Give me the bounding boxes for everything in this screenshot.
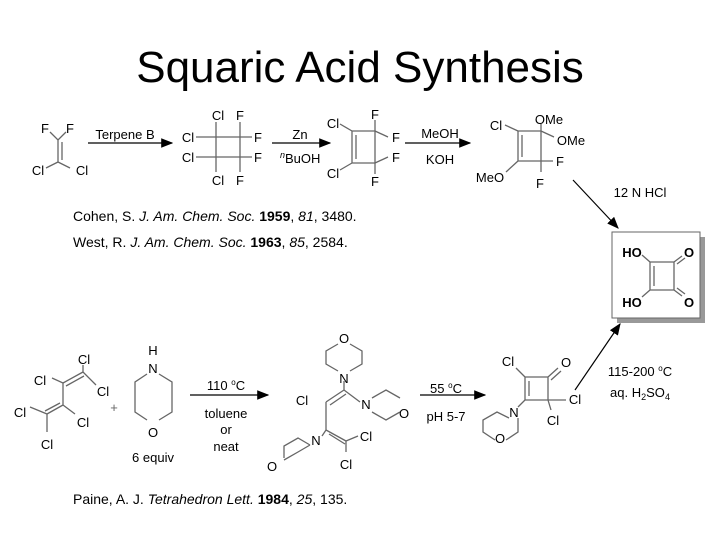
svg-text:Cl: Cl [77,415,89,430]
molecule-dichlorodifluoroethylene: F F Cl Cl [32,121,88,178]
condition-label: neat [213,439,239,454]
svg-text:F: F [236,108,244,123]
svg-text:F: F [556,154,564,169]
svg-text:Cl: Cl [340,457,352,472]
molecule-trimorpholino-diene: O N Cl N O Cl N O Cl [267,331,409,474]
svg-text:Cl: Cl [78,352,90,367]
svg-text:OMe: OMe [535,112,563,127]
svg-text:F: F [392,150,400,165]
reagent-label: Terpene B [95,127,154,142]
svg-text:O: O [339,331,349,346]
svg-text:HO: HO [622,295,642,310]
svg-text:Cl: Cl [569,392,581,407]
svg-text:F: F [254,150,262,165]
svg-text:F: F [371,107,379,122]
reagent-label: Zn [292,127,307,142]
svg-text:O: O [399,406,409,421]
svg-text:Cl: Cl [182,130,194,145]
svg-text:F: F [66,121,74,136]
reagent-label: KOH [426,152,454,167]
molecule-tetrachlorotetrafluorocyclobutane: Cl F Cl F Cl F Cl F [182,108,262,188]
svg-text:O: O [267,459,277,474]
svg-text:N: N [311,433,320,448]
reaction-arrow-7 [574,323,621,391]
reagent-label: 12 N HCl [614,185,667,200]
svg-text:Cl: Cl [502,354,514,369]
reagent-label: nBuOH [280,150,320,166]
molecule-trimethoxydifluorocyclobutene: Cl OMe OMe F MeO F [476,112,585,191]
condition-label: pH 5-7 [426,409,465,424]
condition-label: 110 oC [207,378,245,393]
condition-label: aq. H2SO4 [610,385,670,402]
svg-text:H: H [148,343,157,358]
molecule-dichlorotetrafluorocyclobutene: Cl F F F Cl F [327,107,400,189]
slide-title: Squaric Acid Synthesis [136,43,584,92]
svg-text:F: F [371,174,379,189]
reaction-arrow-4 [572,179,619,229]
svg-text:O: O [684,295,694,310]
svg-text:Cl: Cl [76,163,88,178]
svg-text:F: F [254,130,262,145]
svg-text:MeO: MeO [476,170,504,185]
svg-text:Cl: Cl [212,173,224,188]
svg-text:O: O [495,431,505,446]
svg-text:N: N [148,361,157,376]
svg-text:O: O [148,425,158,440]
condition-label: toluene [205,406,248,421]
svg-text:Cl: Cl [490,118,502,133]
svg-text:Cl: Cl [97,384,109,399]
svg-text:N: N [361,397,370,412]
molecule-hexachlorobutadiene: Cl Cl Cl Cl Cl Cl [14,352,109,452]
svg-text:O: O [684,245,694,260]
condition-label: 115-200 oC [608,364,672,379]
svg-text:Cl: Cl [41,437,53,452]
svg-text:Cl: Cl [182,150,194,165]
equiv-label: 6 equiv [132,450,174,465]
squaric-acid-product-box: HO O HO O [611,231,705,323]
svg-text:Cl: Cl [327,116,339,131]
svg-text:N: N [509,405,518,420]
svg-text:Cl: Cl [212,108,224,123]
reference-cohen: Cohen, S. J. Am. Chem. Soc. 1959, 81, 34… [73,208,357,224]
reference-paine: Paine, A. J. Tetrahedron Lett. 1984, 25,… [73,491,347,507]
svg-text:Cl: Cl [34,373,46,388]
svg-text:Cl: Cl [327,166,339,181]
reagent-label: MeOH [421,126,459,141]
svg-text:F: F [536,176,544,191]
svg-text:Cl: Cl [296,393,308,408]
reference-west: West, R. J. Am. Chem. Soc. 1963, 85, 258… [73,234,348,250]
svg-text:Cl: Cl [547,413,559,428]
condition-label: 55 oC [430,381,462,396]
svg-text:Cl: Cl [360,429,372,444]
svg-text:Cl: Cl [14,405,26,420]
condition-label: or [220,422,232,437]
molecule-morpholine: H N O [134,343,173,440]
plus-sign: + [110,400,118,415]
svg-text:N: N [339,371,348,386]
svg-text:HO: HO [622,245,642,260]
svg-text:F: F [236,173,244,188]
molecule-morpholino-trichlorocyclobutenone: Cl O Cl N Cl O [482,354,581,446]
svg-text:O: O [561,355,571,370]
svg-text:F: F [41,121,49,136]
svg-text:OMe: OMe [557,133,585,148]
svg-text:Cl: Cl [32,163,44,178]
svg-text:F: F [392,130,400,145]
